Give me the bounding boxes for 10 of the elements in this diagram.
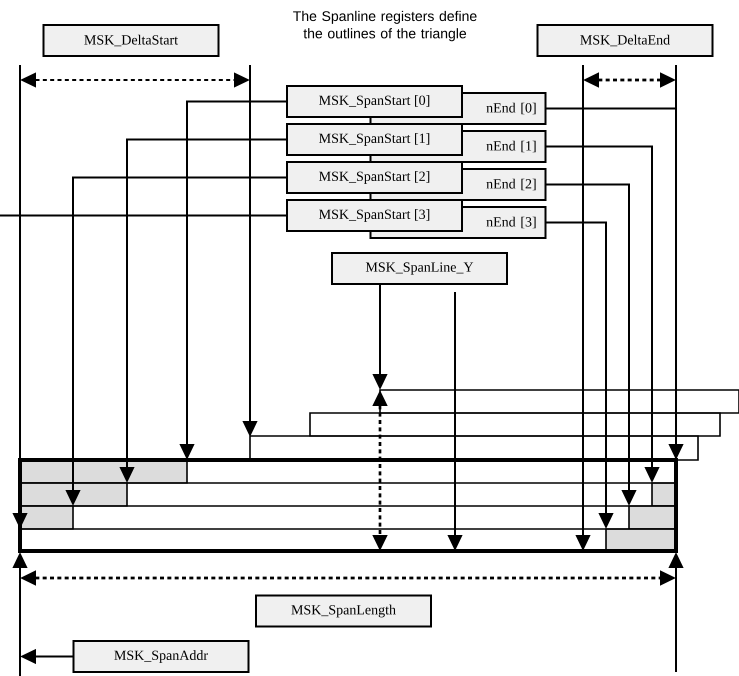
register-box: MSK_SpanStart [2] [286, 161, 463, 194]
title: The Spanline registers define the outlines of the triangle [293, 10, 477, 42]
register-box: MSK_DeltaStart [42, 24, 220, 57]
register-box: MSK_SpanAddr [72, 640, 250, 673]
register-box: MSK_DeltaEnd [536, 24, 714, 57]
register-box: MSK_SpanStart [1] [286, 123, 463, 156]
register-box: MSK_SpanLine_Y [331, 252, 508, 285]
register-box: MSK_SpanStart [0] [286, 85, 463, 118]
register-box: MSK_SpanStart [3] [286, 199, 463, 232]
register-box: MSK_SpanLength [255, 594, 432, 628]
